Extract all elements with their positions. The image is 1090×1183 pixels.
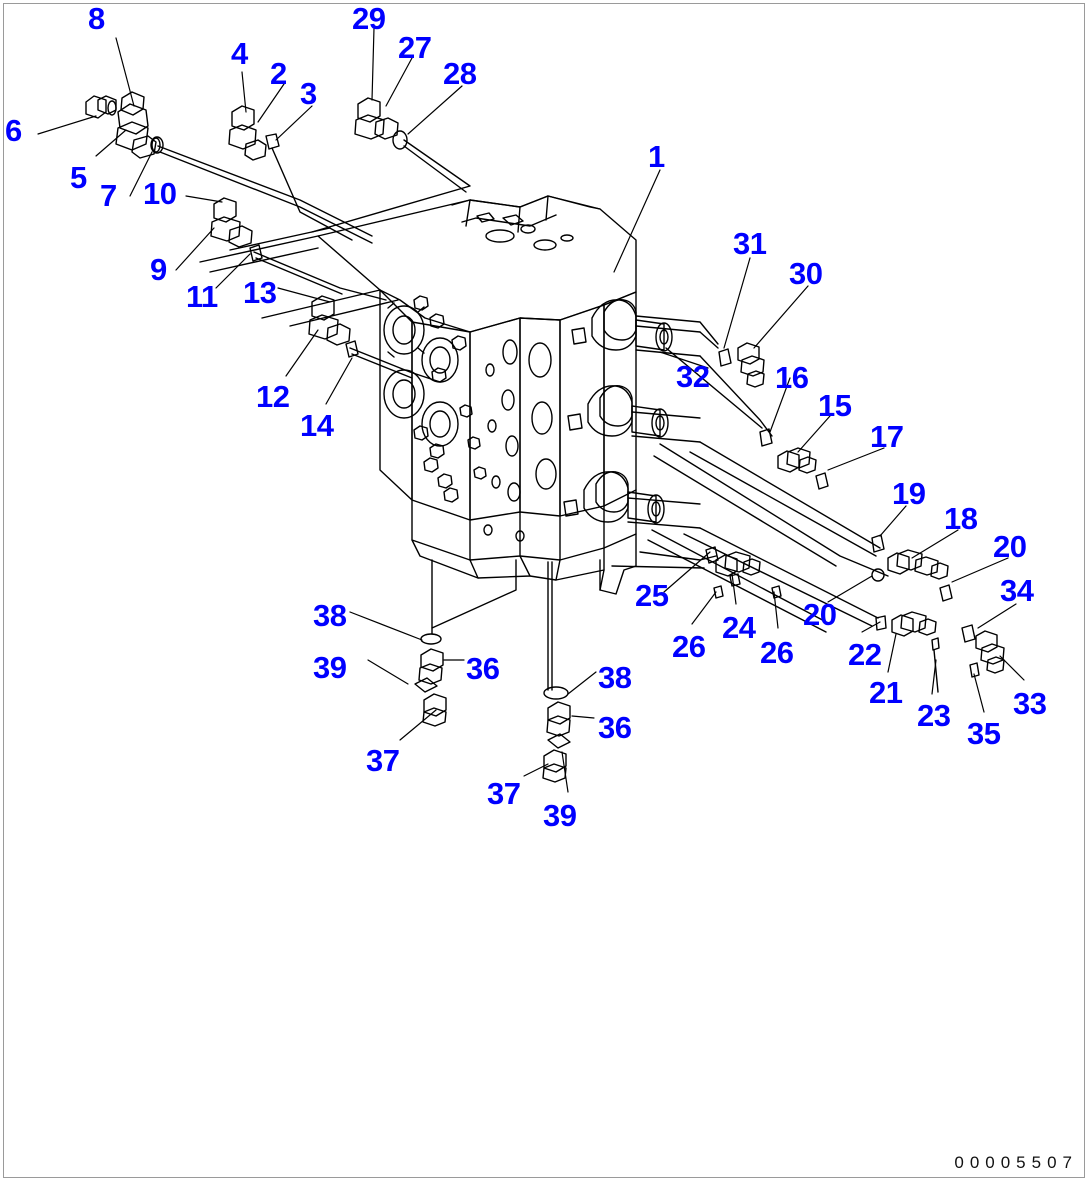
callout-15[interactable]: 15 <box>818 388 852 423</box>
callout-34[interactable]: 34 <box>1000 573 1034 608</box>
callout-10[interactable]: 10 <box>143 176 177 211</box>
callout-7[interactable]: 7 <box>100 178 117 213</box>
callout-20[interactable]: 20 <box>993 529 1027 564</box>
callout-11[interactable]: 11 <box>186 279 218 314</box>
callout-9[interactable]: 9 <box>150 252 167 287</box>
callout-22[interactable]: 22 <box>848 637 882 672</box>
callout-37a[interactable]: 37 <box>366 743 400 778</box>
callout-37b[interactable]: 37 <box>487 776 521 811</box>
callout-26b[interactable]: 26 <box>760 635 794 670</box>
callout-32[interactable]: 32 <box>676 359 710 394</box>
callout-2[interactable]: 2 <box>270 56 287 91</box>
callout-13[interactable]: 13 <box>243 275 277 310</box>
callout-38a[interactable]: 38 <box>313 598 347 633</box>
callout-33[interactable]: 33 <box>1013 686 1047 721</box>
callout-29[interactable]: 29 <box>352 1 386 36</box>
callout-17[interactable]: 17 <box>870 419 904 454</box>
callout-39b[interactable]: 39 <box>543 798 577 833</box>
callout-27[interactable]: 27 <box>398 30 432 65</box>
callout-23[interactable]: 23 <box>917 698 951 733</box>
callout-24[interactable]: 24 <box>722 610 756 645</box>
callout-20b[interactable]: 20 <box>803 597 837 632</box>
callout-25[interactable]: 25 <box>635 578 669 613</box>
callout-28[interactable]: 28 <box>443 56 477 91</box>
callout-19[interactable]: 19 <box>892 476 926 511</box>
callout-3[interactable]: 3 <box>300 76 317 111</box>
callout-21[interactable]: 21 <box>869 675 903 710</box>
callout-39a[interactable]: 39 <box>313 650 347 685</box>
callout-5[interactable]: 5 <box>70 160 87 195</box>
callout-38b[interactable]: 38 <box>598 660 632 695</box>
callout-8[interactable]: 8 <box>88 1 105 36</box>
callout-36b[interactable]: 36 <box>598 710 632 745</box>
callout-6[interactable]: 6 <box>5 113 22 148</box>
callout-36a[interactable]: 36 <box>466 651 500 686</box>
callout-1[interactable]: 1 <box>648 139 665 174</box>
callout-30[interactable]: 30 <box>789 256 823 291</box>
callout-26a[interactable]: 26 <box>672 629 706 664</box>
callout-4[interactable]: 4 <box>231 36 248 71</box>
callout-18[interactable]: 18 <box>944 501 978 536</box>
callout-16[interactable]: 16 <box>775 360 809 395</box>
callout-31[interactable]: 31 <box>733 226 767 261</box>
callout-14[interactable]: 14 <box>300 408 334 443</box>
drawing-number: 00005507 <box>954 1153 1078 1172</box>
callout-35[interactable]: 35 <box>967 716 1001 751</box>
callout-12[interactable]: 12 <box>256 379 290 414</box>
